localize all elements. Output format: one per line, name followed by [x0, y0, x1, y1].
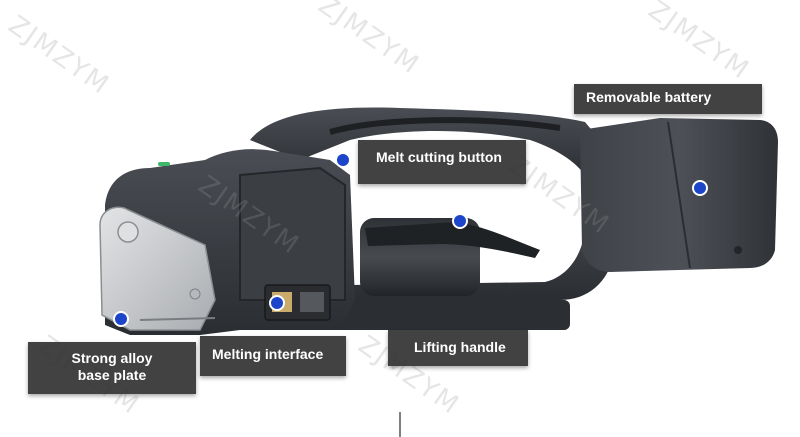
- marker-melting-interface: [269, 295, 285, 311]
- marker-base-plate: [113, 311, 129, 327]
- label-lifting-handle: Lifting handle: [388, 330, 528, 366]
- lifting-lever: [365, 222, 540, 258]
- label-text: Lifting handle: [414, 339, 506, 355]
- label-removable-battery: Removable battery: [574, 84, 762, 114]
- handle-arch: [250, 107, 600, 180]
- label-strong-alloy-base-plate: Strong alloy base plate: [28, 342, 196, 394]
- label-text: Removable battery: [586, 89, 712, 105]
- label-text-line1: Strong alloy: [71, 350, 153, 366]
- marker-melt-cutting-button: [335, 152, 351, 168]
- label-melting-interface: Melting interface: [200, 336, 346, 376]
- label-text: Melt cutting button: [376, 149, 502, 165]
- label-melt-cutting-button: Melt cutting button: [358, 140, 526, 184]
- green-indicator: [158, 162, 170, 166]
- label-text-line2: base plate: [77, 367, 147, 383]
- marker-battery: [692, 180, 708, 196]
- label-text: Melting interface: [212, 346, 324, 362]
- marker-lifting-lever: [452, 213, 468, 229]
